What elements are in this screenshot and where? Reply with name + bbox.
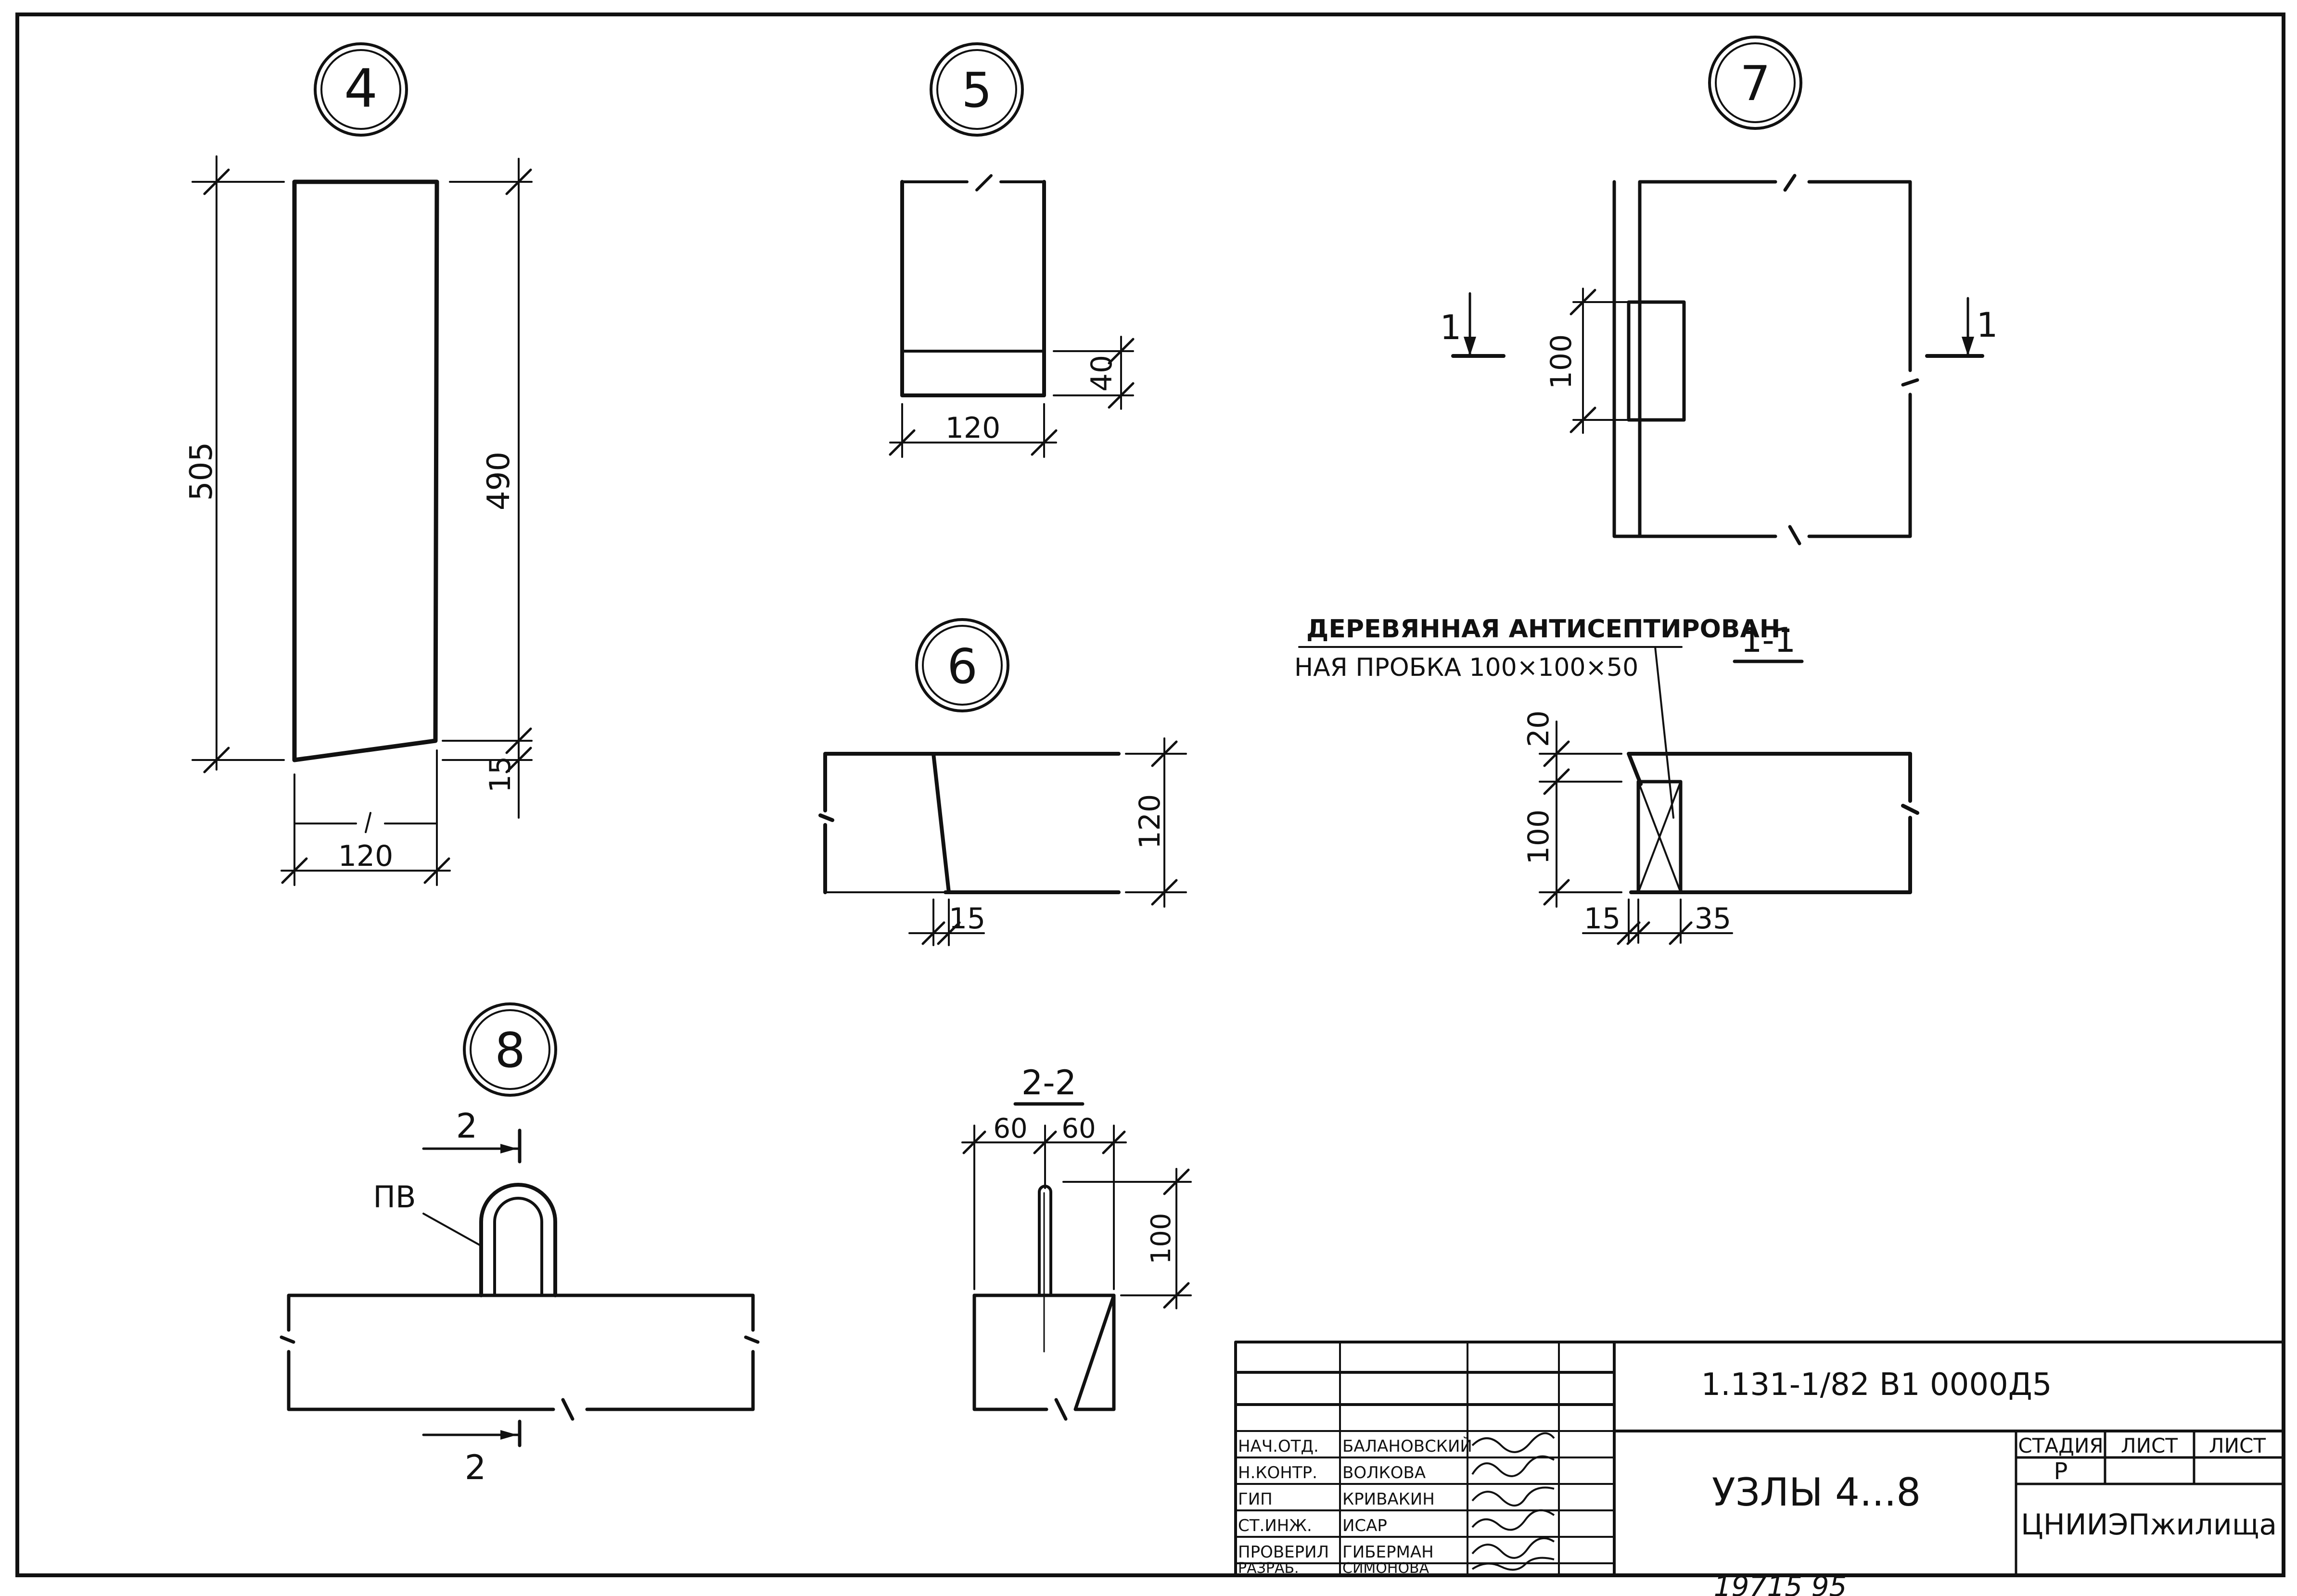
detail-4-number: 4	[344, 58, 378, 119]
detail-4-dim-490: 490	[481, 452, 517, 510]
detail-8-number: 8	[495, 1022, 525, 1078]
detail-7-number: 7	[1740, 55, 1771, 112]
role-label: ГИП	[1238, 1490, 1273, 1509]
section-1-1-dim-20: 20	[1522, 710, 1556, 747]
detail-8-slab	[280, 1293, 760, 1421]
detail-7-wall	[1612, 174, 1919, 545]
section-2-2-dim-60-right: 60	[1061, 1113, 1096, 1144]
detail-4-element	[292, 179, 439, 762]
title-block-sheets-header: ЛИСТ	[2209, 1434, 2266, 1457]
detail-5-number: 5	[961, 62, 992, 118]
section-1-1-dim-15: 15	[1584, 902, 1621, 936]
title-block-stage-header: СТАДИЯ	[2018, 1434, 2103, 1457]
detail-6-dim-15: 15	[949, 902, 985, 936]
title-block-sheet-title: УЗЛЫ 4...8	[1712, 1470, 1921, 1515]
detail-6-marker	[915, 618, 1009, 712]
section-2-2-dim-100: 100	[1146, 1213, 1177, 1265]
detail-8-loop	[479, 1183, 557, 1297]
detail-5-dim-40: 40	[1085, 355, 1119, 392]
section-1-1-dim-100: 100	[1522, 810, 1556, 865]
role-name: КРИВАКИН	[1342, 1490, 1435, 1509]
detail-8: 8 ПВ 2 2	[280, 1002, 760, 1487]
role-label: НАЧ.ОТД.	[1238, 1437, 1319, 1456]
detail-4-dim-15: 15	[484, 756, 517, 793]
detail-5-dim-120: 120	[945, 411, 1001, 445]
detail-7-plug	[1627, 300, 1686, 422]
detail-7-marker	[1708, 36, 1802, 130]
detail-5-element	[900, 180, 1046, 397]
section-1-1-title: 1-1	[1741, 621, 1796, 660]
detail-6-element	[818, 752, 1121, 894]
title-block-sheet-header: ЛИСТ	[2121, 1434, 2178, 1457]
detail-4-dim-120: 120	[338, 839, 394, 873]
footer-stamp: 19715 95	[1714, 1570, 1847, 1596]
section-2-2: 2-2 60 60 100	[961, 1063, 1192, 1421]
detail-7-section-mark-left: 1	[1440, 308, 1462, 347]
detail-6-number: 6	[947, 638, 978, 695]
title-block-designation: 1.131-1/82 В1 0000Д5	[1701, 1367, 2052, 1403]
role-label: Н.КОНТР.	[1238, 1463, 1317, 1482]
section-1-1-wall	[1627, 752, 1919, 894]
section-1-1: ДЕРЕВЯННАЯ АНТИСЕПТИРОВАН- НАЯ ПРОБКА 10…	[1294, 615, 1919, 945]
role-name: ИСАР	[1342, 1516, 1387, 1535]
title-block-roles: НАЧ.ОТД. БАЛАНОВСКИЙ Н.КОНТР. ВОЛКОВА ГИ…	[1238, 1436, 1472, 1577]
detail-4: 4 505 490 15 120	[184, 42, 533, 886]
detail-6-dim-120: 120	[1133, 794, 1167, 849]
signatures	[1471, 1432, 1555, 1571]
section-2-2-element	[972, 1293, 1116, 1421]
role-name: ВОЛКОВА	[1342, 1463, 1426, 1482]
role-label: СТ.ИНЖ.	[1238, 1516, 1312, 1535]
detail-6: 6 120 15	[818, 618, 1187, 946]
detail-7-section-mark-right: 1	[1977, 305, 1998, 345]
sheet-frame	[15, 13, 2285, 1577]
detail-8-section-mark-top: 2	[456, 1106, 478, 1146]
title-block-stage-value: Р	[2054, 1458, 2068, 1485]
detail-5: 5 40 120	[889, 42, 1135, 458]
detail-8-marker	[463, 1002, 557, 1097]
detail-7-dim-100: 100	[1544, 334, 1578, 390]
section-1-1-dim-35: 35	[1695, 902, 1731, 936]
role-label: ПРОВЕРИЛ	[1238, 1543, 1329, 1562]
role-name: СИМОНОВА	[1342, 1560, 1429, 1577]
detail-5-marker	[930, 42, 1024, 137]
detail-8-loop-label: ПВ	[373, 1179, 416, 1215]
section-1-1-note-line2: НАЯ ПРОБКА 100×100×50	[1294, 653, 1638, 682]
detail-8-section-mark-bottom: 2	[465, 1448, 486, 1487]
section-1-1-plug	[1636, 780, 1683, 894]
title-block-organization: ЦНИИЭПжилища	[2021, 1508, 2277, 1542]
section-2-2-dim-60-left: 60	[993, 1113, 1027, 1144]
detail-4-dim-505: 505	[184, 442, 219, 501]
role-name: БАЛАНОВСКИЙ	[1342, 1436, 1472, 1456]
section-1-1-note-line1: ДЕРЕВЯННАЯ АНТИСЕПТИРОВАН-	[1306, 615, 1791, 644]
role-label: РАЗРАБ.	[1238, 1560, 1299, 1577]
detail-4-marker	[314, 42, 408, 137]
role-name: ГИБЕРМАН	[1342, 1543, 1434, 1562]
section-2-2-title: 2-2	[1021, 1063, 1076, 1102]
detail-7: 7 100 1 1	[1440, 36, 1998, 545]
title-block: 1.131-1/82 В1 0000Д5 УЗЛЫ 4...8 СТАДИЯ Р…	[1234, 1341, 2285, 1577]
